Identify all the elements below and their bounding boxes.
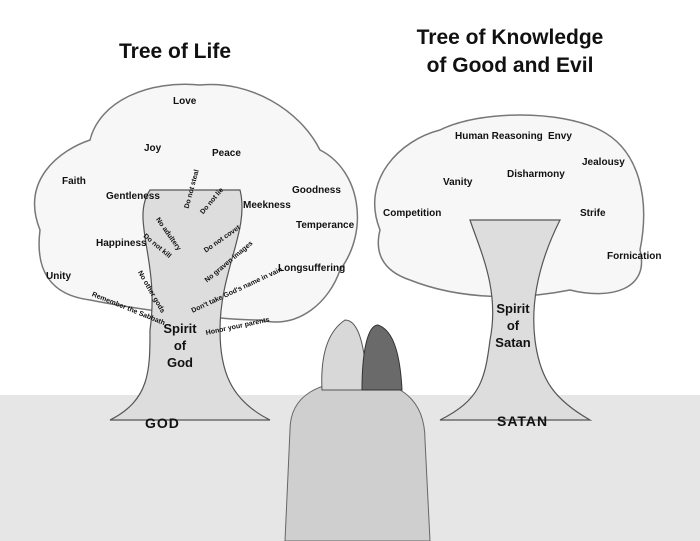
fruit-fornication: Fornication [607,251,662,262]
tree-of-knowledge-canopy [374,114,645,298]
fruit-unity: Unity [46,271,71,282]
fruit-happiness: Happiness [96,238,147,249]
fruit-longsuffering: Longsuffering [278,263,346,274]
fruit-faith: Faith [62,176,86,187]
tree-of-knowledge-trunk-label: Spirit of Satan [488,300,538,351]
fruit-disharmony: Disharmony [507,169,565,180]
tree-of-life-trunk-label: Spirit of God [155,320,205,371]
god-root-label: GOD [145,415,180,431]
fruit-strife: Strife [580,208,606,219]
fruit-love: Love [173,96,197,107]
fruit-vanity: Vanity [443,177,473,188]
eve-figure [361,324,403,391]
fruit-peace: Peace [212,148,241,159]
rock [284,381,431,541]
trunk-word: Spirit [496,301,530,316]
trunk-word: of [173,338,187,353]
trunk-word: God [167,355,193,370]
fruit-meekness: Meekness [243,200,291,211]
tree-of-knowledge-trunk [439,219,593,421]
fruit-temperance: Temperance [296,220,355,231]
trunk-word: Satan [495,335,531,350]
fruit-human-reasoning: Human Reasoning [455,131,543,142]
fruit-joy: Joy [144,143,162,154]
fruit-gentleness: Gentleness [106,191,160,202]
trunk-word: of [506,318,520,333]
fruit-envy: Envy [548,131,572,142]
trunk-word: Spirit [163,321,197,336]
fruit-competition: Competition [383,208,442,219]
satan-root-label: SATAN [497,413,549,429]
fruit-jealousy: Jealousy [582,157,625,168]
tree-of-life-title: Tree of Life [118,40,232,63]
fruit-goodness: Goodness [292,185,341,196]
adam-figure [321,319,369,391]
tree-of-life-trunk [109,189,271,421]
tree-of-knowledge-title-line1: Tree of Knowledge [416,26,604,49]
tree-of-knowledge-title-line2: of Good and Evil [426,54,594,77]
